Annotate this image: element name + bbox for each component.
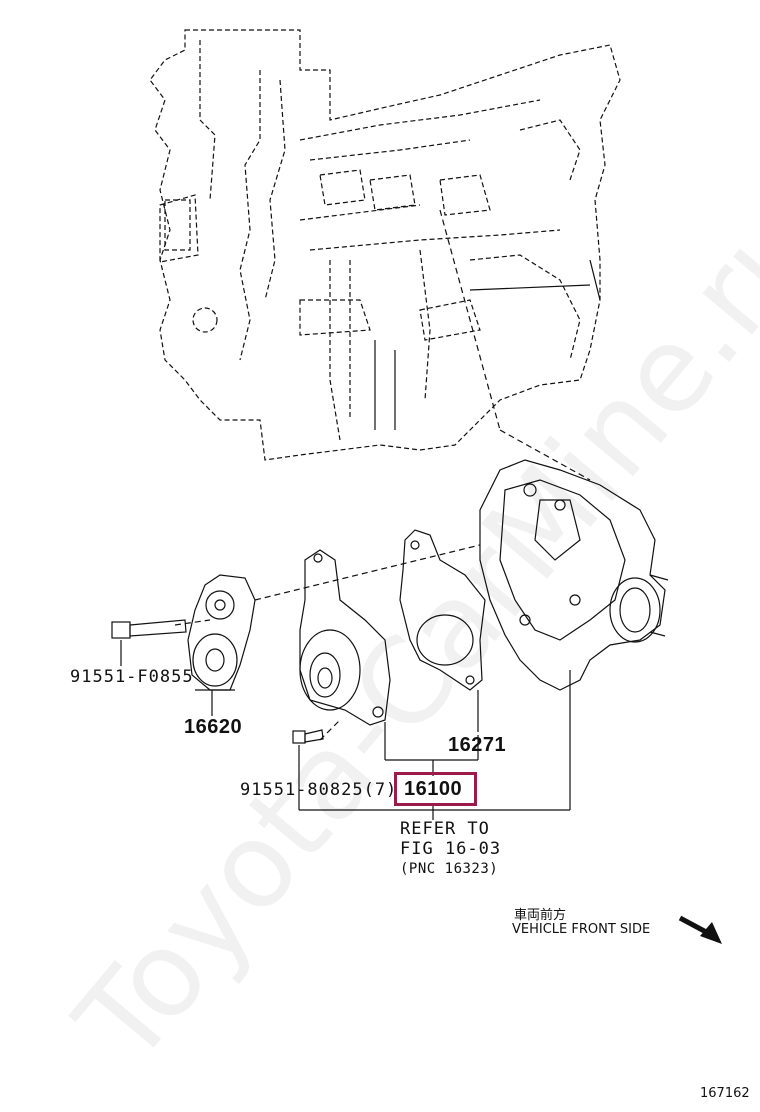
part-label-tensioner[interactable]: 16620: [184, 716, 243, 738]
illustration-number: 167162: [700, 1086, 750, 1101]
engine-block: [149, 29, 621, 461]
front-direction-arrow-icon: [678, 915, 722, 944]
orientation-japanese: 車両前方: [514, 908, 567, 923]
orientation-english: VEHICLE FRONT SIDE: [512, 922, 651, 937]
part-label-water-pump[interactable]: 16100: [404, 778, 463, 800]
part-label-bolt-pump[interactable]: 91551-80825(7): [240, 780, 398, 800]
highlighted-part-box[interactable]: 16100: [394, 772, 477, 806]
gasket-drawing: [399, 529, 486, 691]
engine-solid-lines: [374, 259, 601, 430]
bolt-tensioner-drawing: [111, 619, 187, 639]
tensioner-drawing: [187, 574, 256, 691]
water-pump-drawing: [479, 459, 669, 691]
idler-plate-drawing: [299, 549, 391, 726]
reference-line-2[interactable]: FIG 16-03: [400, 839, 502, 859]
part-label-gasket[interactable]: 16271: [448, 734, 507, 756]
reference-line-1: REFER TO: [400, 819, 490, 839]
reference-line-3: (PNC 16323): [400, 861, 499, 877]
part-label-bolt-tensioner[interactable]: 91551-F0855: [70, 667, 194, 687]
bolt-pump-drawing: [292, 729, 324, 744]
leader-lines: [120, 640, 571, 820]
